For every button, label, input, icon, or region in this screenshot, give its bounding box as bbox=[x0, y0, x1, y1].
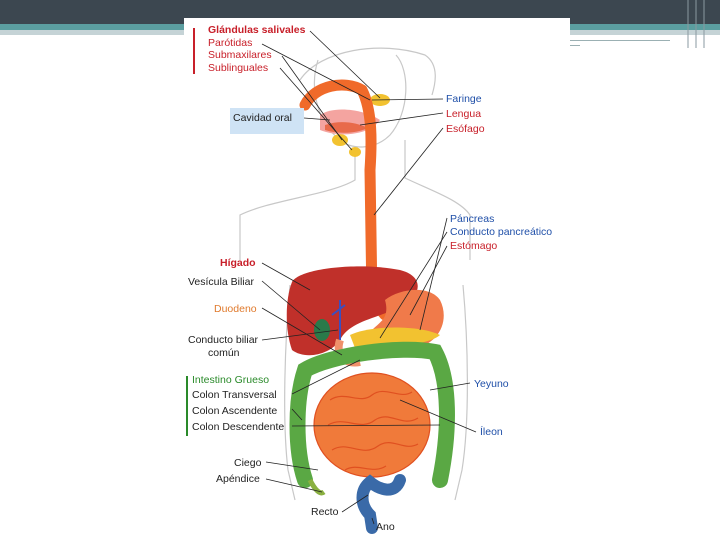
large-intestine-bracket bbox=[186, 376, 188, 436]
oral-cavity-highlight bbox=[230, 108, 304, 134]
bile-duct bbox=[331, 300, 346, 340]
label-estomago: Estómago bbox=[450, 240, 498, 252]
gallbladder bbox=[314, 319, 330, 341]
large-intestine bbox=[289, 341, 455, 488]
label-parotidas: Parótidas bbox=[208, 37, 253, 49]
label-yeyuno: Yeyuno bbox=[474, 378, 509, 390]
label-intestino-grueso: Intestino Grueso bbox=[192, 374, 270, 386]
label-pancreas: Páncreas bbox=[450, 213, 495, 225]
label-glandulas-salivales: Glándulas salivales bbox=[208, 24, 306, 36]
leader-lines bbox=[261, 30, 477, 525]
label-conducto-biliar-comun: común bbox=[208, 347, 240, 359]
header-rule-short bbox=[570, 45, 580, 46]
label-ileon: Íleon bbox=[480, 426, 503, 438]
corner-decoration bbox=[687, 0, 705, 48]
body-outline bbox=[239, 47, 471, 501]
label-apendice: Apéndice bbox=[216, 473, 260, 485]
label-duodeno: Duodeno bbox=[214, 303, 257, 315]
label-colon-ascendente: Colon Ascendente bbox=[192, 405, 278, 417]
label-submaxilares: Submaxilares bbox=[208, 49, 272, 61]
label-colon-transversal: Colon Transversal bbox=[192, 389, 277, 401]
label-esofago: Esófago bbox=[446, 123, 485, 135]
label-cavidad-oral: Cavidad oral bbox=[233, 112, 292, 124]
salivary-bracket bbox=[193, 28, 195, 74]
label-vesicula-biliar: Vesícula Biliar bbox=[188, 276, 254, 288]
label-faringe: Faringe bbox=[446, 93, 482, 105]
esophagus bbox=[299, 79, 391, 321]
label-lengua: Lengua bbox=[446, 108, 482, 120]
label-recto: Recto bbox=[311, 506, 339, 518]
header-rule bbox=[570, 40, 670, 41]
label-sublinguales: Sublinguales bbox=[208, 62, 269, 74]
label-higado: Hígado bbox=[220, 257, 256, 269]
rectum bbox=[356, 474, 406, 534]
label-conducto-biliar: Conducto biliar bbox=[188, 334, 259, 346]
label-colon-descendente: Colon Descendente bbox=[192, 421, 285, 433]
label-ciego: Ciego bbox=[234, 457, 262, 469]
label-conducto-pancreatico: Conducto pancreático bbox=[450, 226, 553, 238]
label-ano: Ano bbox=[376, 521, 395, 533]
